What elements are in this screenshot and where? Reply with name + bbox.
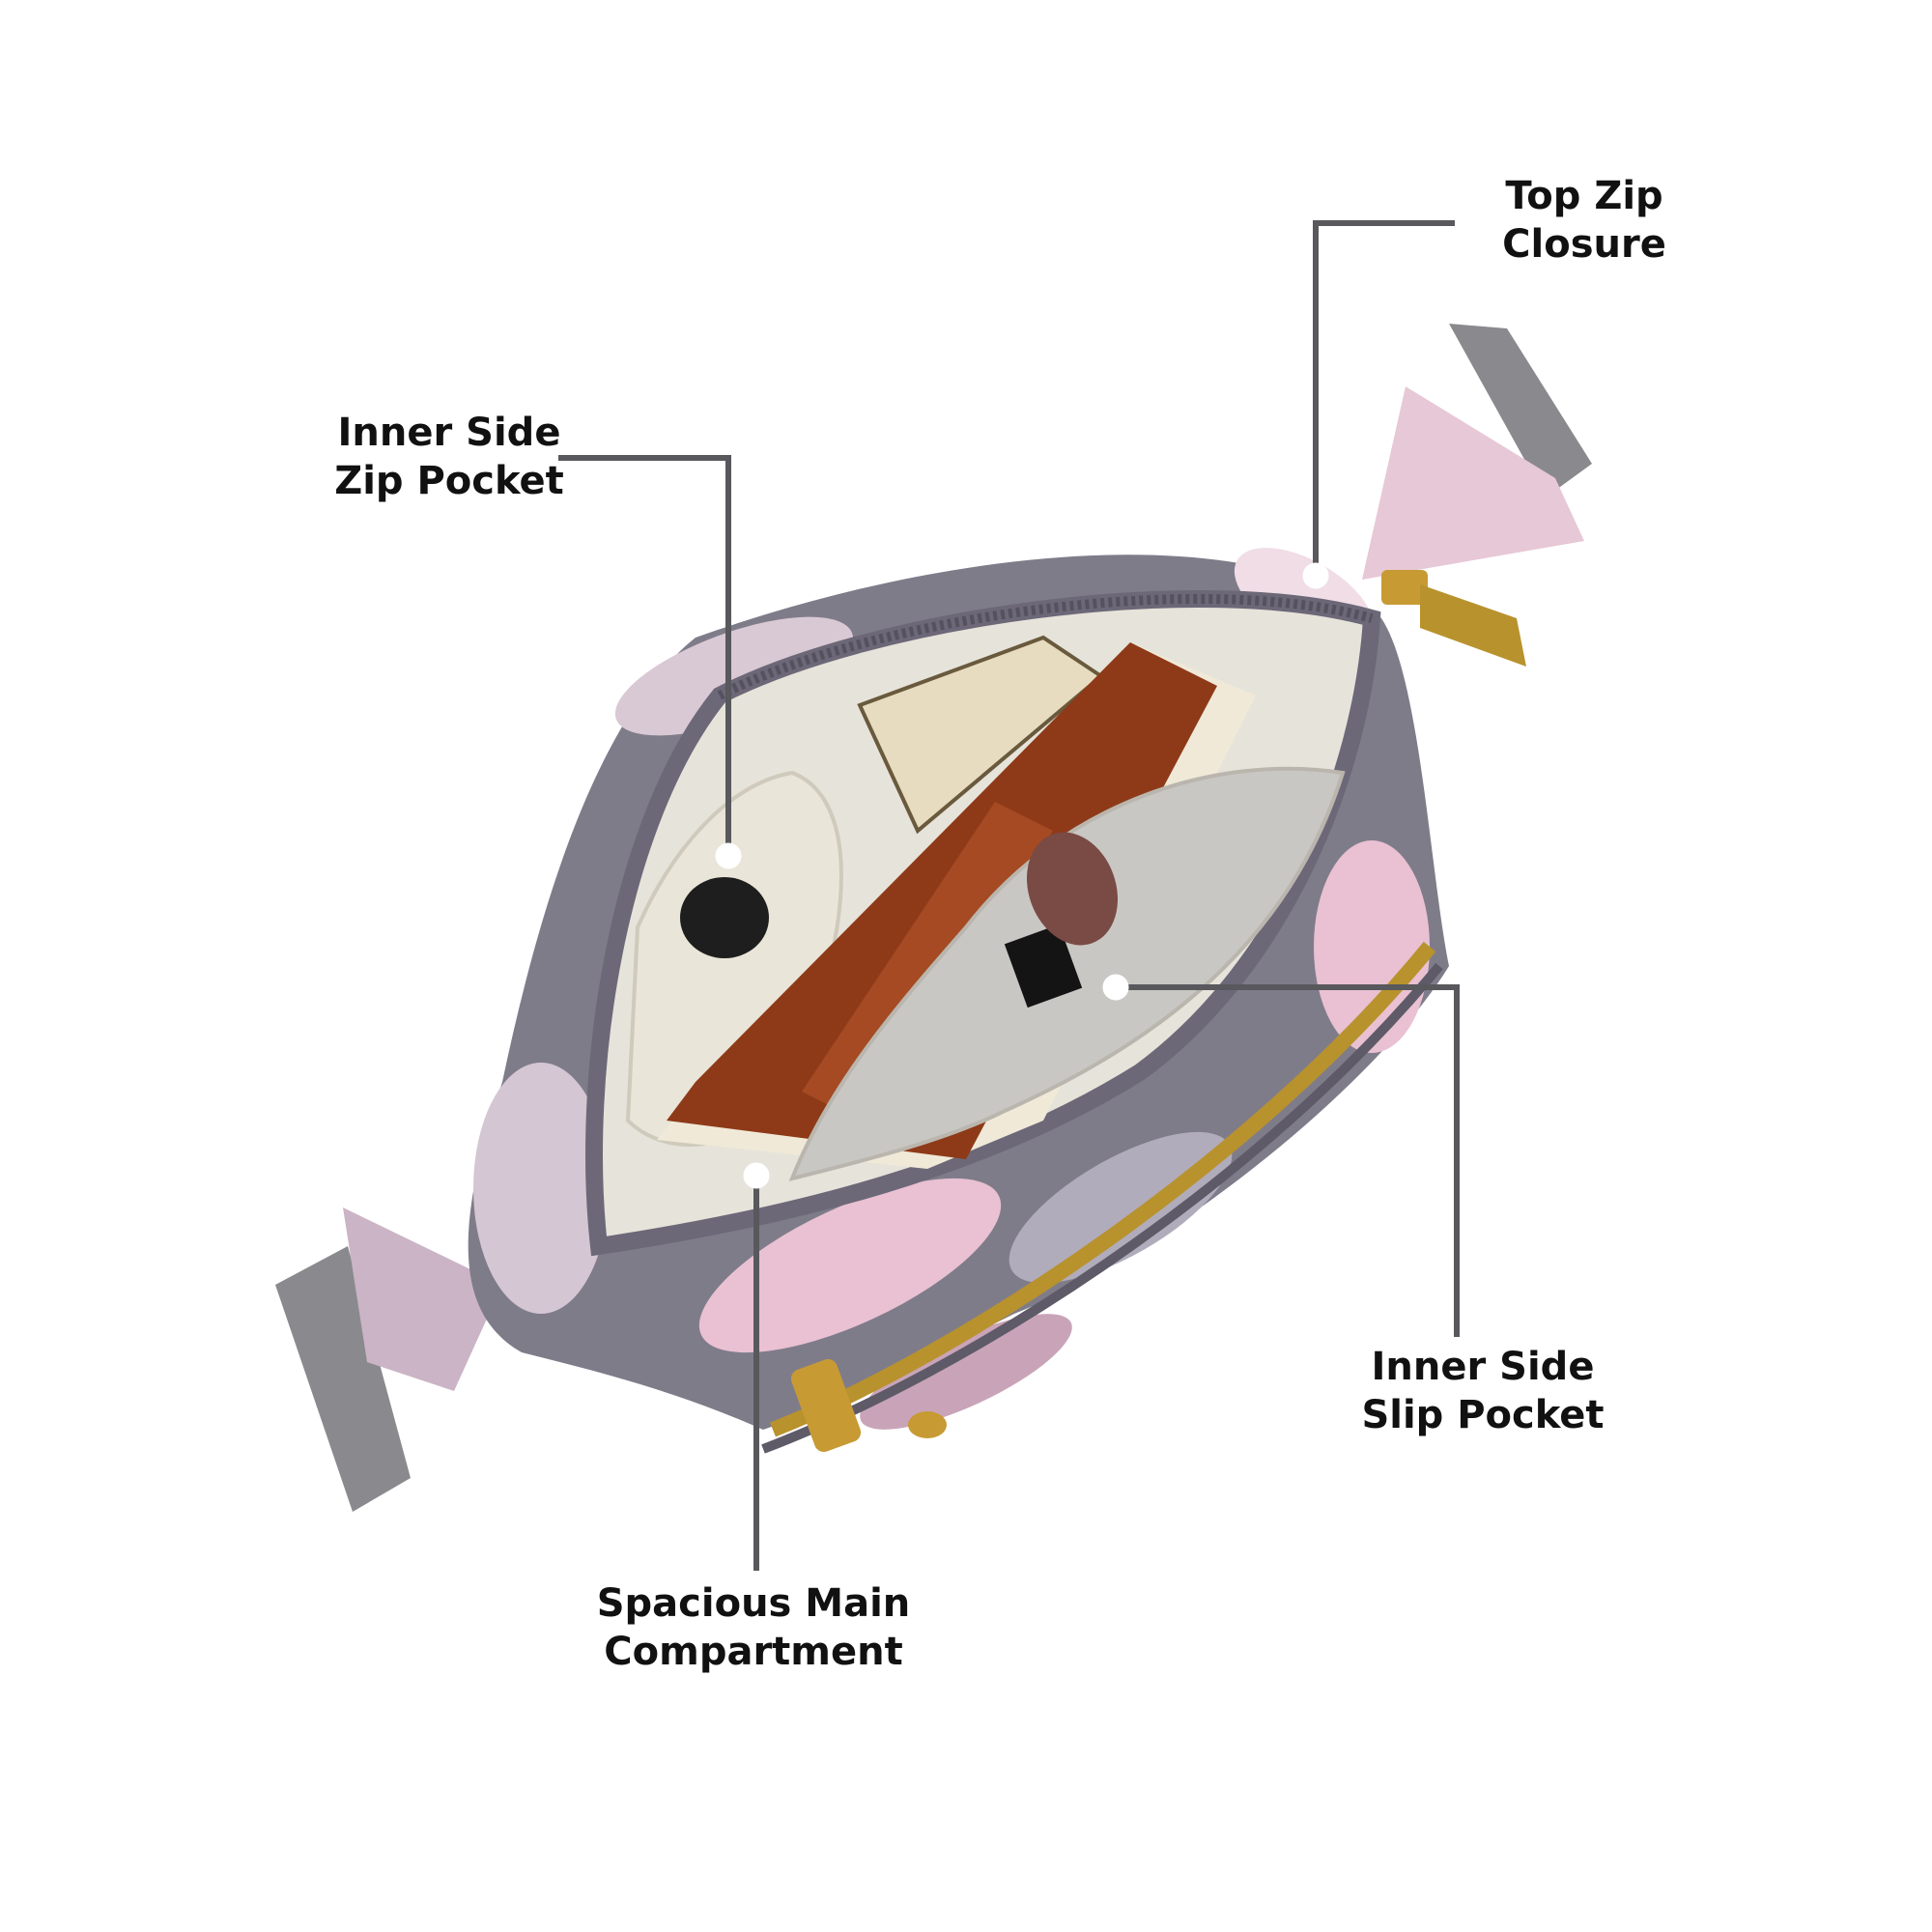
lipstick-tip (1026, 832, 1119, 946)
dot-slip-pocket (1102, 974, 1129, 1001)
lipstick (1004, 923, 1083, 1009)
leader-zip-pocket (558, 455, 731, 856)
callout-inner-side-zip-pocket: Inner Side Zip Pocket (290, 409, 609, 505)
callout-line: Spacious Main (596, 1581, 911, 1626)
dot-zip-pocket (715, 842, 742, 869)
jar-lid (680, 877, 769, 958)
strap-bottom-left (275, 1208, 502, 1512)
leader-top-zip (1313, 220, 1455, 576)
callout-line: Zip Pocket (334, 459, 564, 503)
callout-line: Closure (1502, 222, 1666, 267)
callout-line: Inner Side (1371, 1345, 1595, 1389)
leader-slip-pocket (1116, 984, 1460, 1337)
top-zipper (717, 594, 1374, 700)
dot-main (743, 1162, 770, 1189)
callout-spacious-main-compartment: Spacious Main Compartment (570, 1579, 937, 1676)
strap-top-right (1362, 324, 1592, 580)
front-zip-puller (790, 1358, 947, 1453)
front-pocket-zipper (770, 941, 1436, 1437)
callout-line: Slip Pocket (1361, 1393, 1605, 1437)
callout-inner-side-slip-pocket: Inner Side Slip Pocket (1323, 1343, 1642, 1439)
callout-line: Inner Side (337, 411, 561, 455)
callout-line: Compartment (604, 1630, 903, 1674)
callout-dots (715, 562, 1329, 1189)
callout-top-zip-closure: Top Zip Closure (1468, 172, 1700, 269)
leader-lines (558, 220, 1460, 1571)
top-zip-puller (1381, 570, 1526, 667)
camo-pattern (473, 548, 1430, 1430)
callout-line: Top Zip (1505, 174, 1663, 218)
dot-top-zip (1302, 562, 1329, 589)
